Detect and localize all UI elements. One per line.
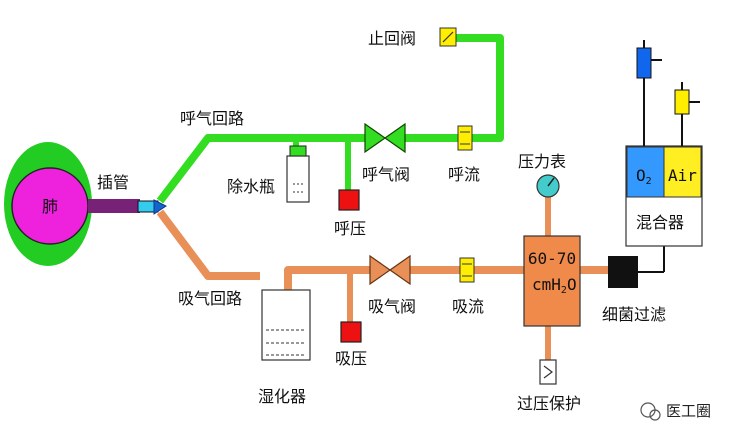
inhale-valve-label: 吸气阀: [368, 297, 416, 316]
inhale-circuit-label: 吸气回路: [178, 289, 242, 308]
inhale-flow-sensor: [459, 257, 475, 283]
inhale-valve: [369, 254, 392, 286]
check-valve-label: 止回阀: [368, 29, 416, 48]
humidifier: [261, 289, 311, 361]
y-connector: [153, 199, 167, 215]
water-bottle: [286, 155, 310, 203]
inhale-pressure-label: 吸压: [335, 349, 367, 368]
water-bottle-label: 除水瓶: [227, 177, 275, 196]
air-inlet: [663, 146, 702, 198]
watermark-text: 医工圈: [666, 402, 711, 420]
bacteria-filter-label: 细菌过滤: [602, 305, 666, 324]
exhale-circuit-label: 呼气回路: [180, 109, 244, 128]
water-bottle-cap: [289, 145, 307, 157]
intubation-label: 插管: [97, 173, 129, 192]
watermark: 医工圈: [640, 402, 711, 421]
overpressure-label: 过压保护: [517, 394, 581, 413]
exhale-circuit: [156, 34, 504, 204]
inhale-pressure-sensor: [340, 321, 362, 343]
inhale-flow-label: 吸流: [452, 297, 484, 316]
exhale-valve-label: 呼气阀: [362, 165, 410, 184]
air-label: Air: [668, 166, 697, 185]
o2-label: O2: [636, 166, 652, 187]
exhale-pressure-sensor: [338, 189, 360, 211]
pressure-regulator: [523, 235, 581, 327]
overpressure-valve: [539, 359, 557, 385]
exhale-flow-sensor: [457, 125, 473, 151]
exhale-flow-label: 呼流: [448, 165, 480, 184]
humidifier-label: 湿化器: [258, 387, 306, 406]
exhale-valve: [364, 122, 387, 154]
bacteria-filter: [608, 256, 638, 288]
lung-label: 肺: [42, 197, 58, 216]
exhale-pressure-label: 呼压: [334, 219, 366, 238]
pressure-gauge-label: 压力表: [518, 152, 566, 171]
intubation-tube: [88, 199, 140, 213]
regulator-range: 60-70: [528, 249, 576, 268]
air-cylinder: [674, 89, 690, 115]
mixer-label: 混合器: [636, 213, 684, 232]
o2-cylinder: [636, 47, 652, 79]
regulator-unit: cmH2O: [532, 275, 577, 296]
